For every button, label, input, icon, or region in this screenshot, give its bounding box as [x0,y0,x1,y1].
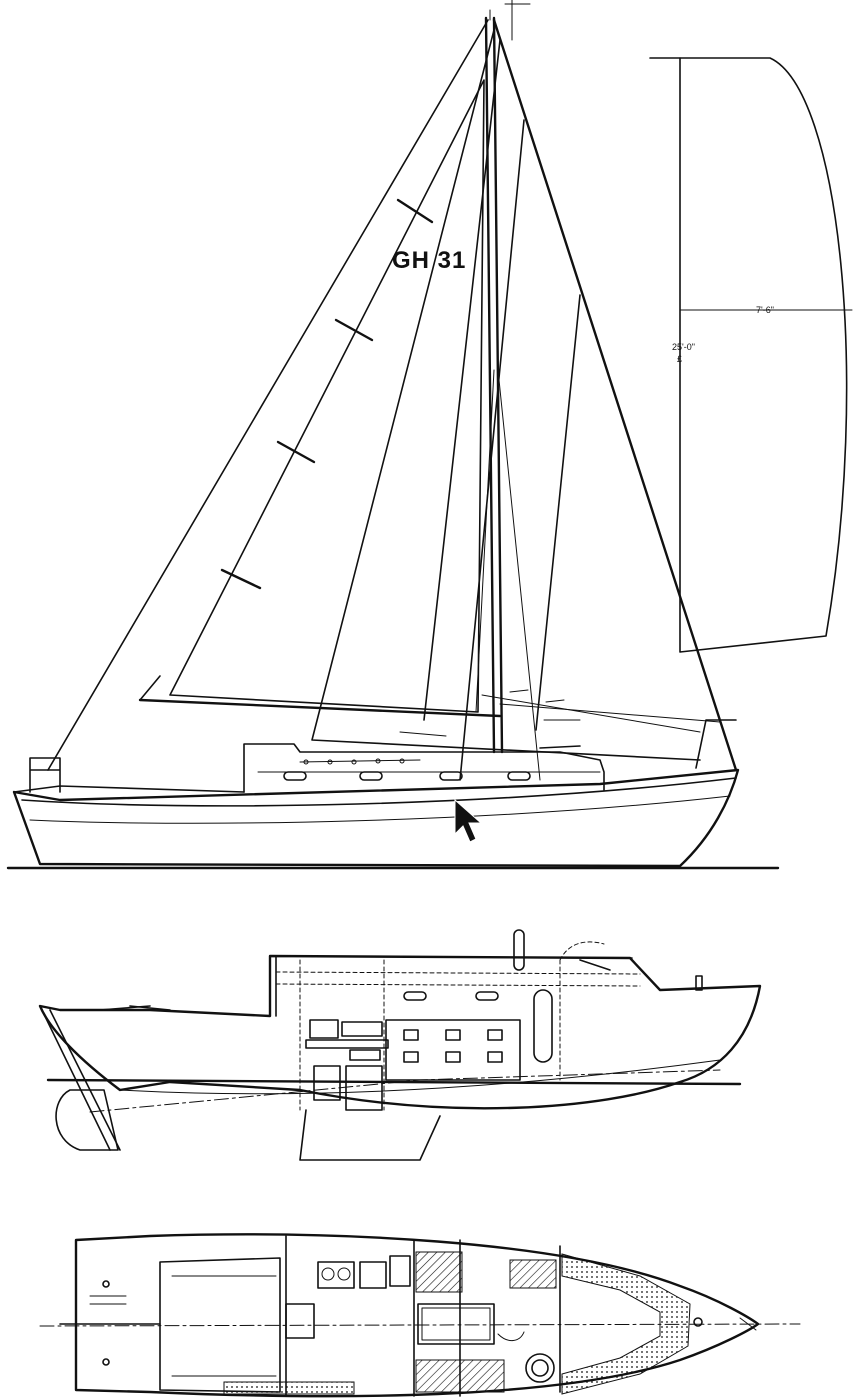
bow-pulpit [695,719,737,769]
inboard-hull [38,954,762,1110]
spinnaker-luff-length: 25'-0" [672,342,695,352]
cabin-top-hatches [299,745,581,765]
genoa-outline [311,29,701,761]
sail-plan: GH 31 [6,0,780,870]
spinnaker-outline [679,57,848,653]
spinnaker-foot-width: 7'-6" [756,305,774,315]
rig-annotations [399,689,581,737]
mouse-pointer-icon [454,798,483,843]
spinnaker-detail: 25'-0" £ 7'-6" [649,57,853,653]
mast-partner [525,1353,555,1383]
jib-leech-2 [459,119,525,781]
forward-door [533,989,553,1063]
settee-cushions [385,1019,521,1081]
sail-number: GH 31 [392,247,466,274]
rudder [55,1089,119,1151]
staysail [535,294,581,731]
mast-step [513,929,525,971]
inboard-profile [38,929,762,1161]
saloon-table [417,1303,495,1345]
accommodation-plan [39,1233,801,1398]
chart-table [285,1303,315,1339]
portlights [283,771,531,781]
backstay [47,19,489,771]
mainsail-battens [220,198,434,590]
spinnaker-luff-mark: £ [677,354,682,364]
cabin-trunk [243,743,605,793]
inboard-portlights [403,991,499,1001]
keel [299,1109,441,1161]
mainsail [169,79,485,713]
cushion-hatching [223,1251,691,1395]
galley [317,1261,355,1289]
stern-pulpit [29,757,61,793]
jib-leech-1 [423,39,501,721]
hull-profile [12,768,740,868]
forestay [492,18,738,772]
